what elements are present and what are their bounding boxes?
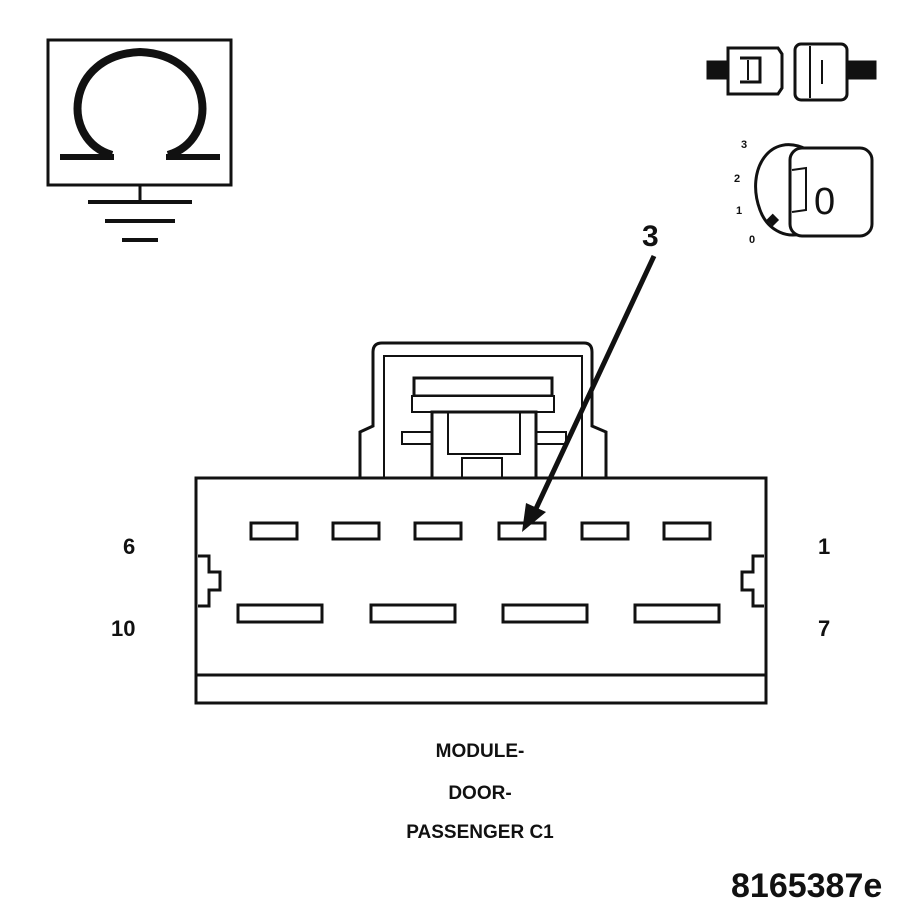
disconnect-connector-icon — [706, 42, 877, 102]
caption-line-2: DOOR- — [448, 783, 512, 804]
pin-label-7: 7 — [818, 616, 831, 641]
callout-number: 3 — [642, 220, 659, 253]
ignition-position-label: 1 — [736, 205, 742, 217]
pin-cavity-7 — [633, 603, 721, 624]
pin-label-10: 10 — [111, 616, 136, 641]
pin-cavity-4 — [413, 521, 463, 541]
caption-line-1: MODULE- — [435, 741, 525, 762]
pin-cavity-3 — [497, 521, 547, 541]
pin-label-1: 1 — [818, 534, 831, 559]
callout-arrow — [522, 254, 657, 532]
ignition-position-label: 3 — [741, 139, 747, 151]
ignition-key-off-icon: 3 2 1 0 0 — [734, 139, 874, 246]
pin-cavity-8 — [501, 603, 589, 624]
pin-label-6: 6 — [123, 534, 136, 559]
pin-cavity-5 — [331, 521, 381, 541]
ignition-position-label: 0 — [749, 234, 755, 246]
caption-line-3: PASSENGER C1 — [406, 822, 554, 843]
figure-id: 8165387e — [731, 867, 883, 905]
pin-cavity-2 — [580, 521, 630, 541]
connector-housing — [194, 341, 768, 705]
pin-cavity-9 — [369, 603, 457, 624]
pin-cavity-1 — [662, 521, 712, 541]
key-off-label: 0 — [814, 181, 835, 223]
pin-cavities — [236, 521, 721, 624]
pin-cavity-6 — [249, 521, 299, 541]
pin-cavity-10 — [236, 603, 324, 624]
ignition-position-label: 2 — [734, 173, 740, 185]
ohmmeter-ground-icon — [46, 38, 233, 242]
